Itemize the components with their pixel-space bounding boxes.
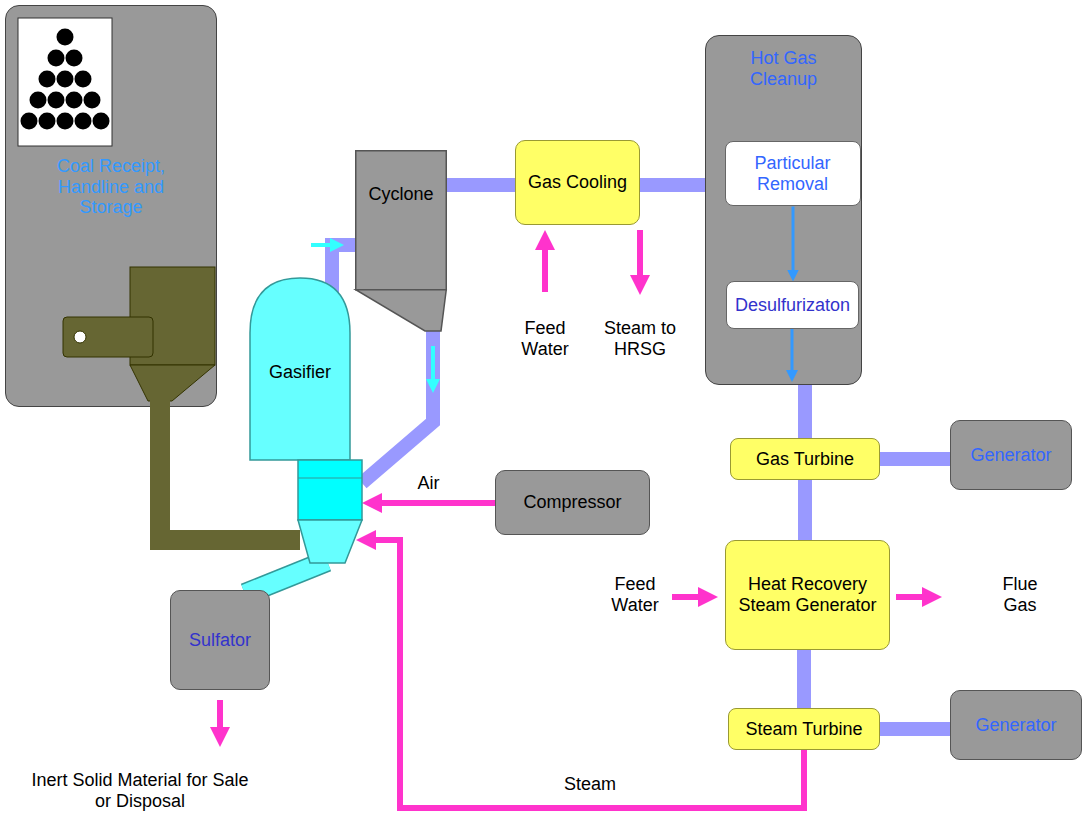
flow-connector	[792, 206, 793, 272]
coal-lump	[56, 70, 73, 87]
hopper-funnel	[130, 365, 215, 401]
connector-stroke	[447, 178, 515, 192]
coal-lump	[74, 70, 91, 87]
sulfator-box: Sulfator	[170, 590, 270, 690]
flow-connector	[880, 459, 950, 460]
node-label: Gasifier	[250, 362, 350, 383]
solids-arrow	[217, 700, 223, 732]
coal-icon-frame	[18, 18, 112, 146]
flow-connector	[880, 729, 950, 730]
coal-lump	[38, 112, 55, 129]
coal-pile-icon	[20, 28, 109, 129]
node-label: Generator	[970, 445, 1051, 466]
coal-lump	[38, 70, 55, 87]
flow-connector	[377, 503, 495, 504]
storage-box: Coal Receipt, Handline and Storage	[5, 5, 217, 407]
node-label: Gas Cooling	[528, 172, 627, 193]
generator-box: Generator	[950, 420, 1072, 490]
feed-arrow	[672, 594, 703, 600]
process-box: Particular Removal	[725, 141, 861, 206]
node-label: Generator	[975, 715, 1056, 736]
cyclone-separator: Cyclone	[355, 150, 447, 332]
connector-stroke	[431, 346, 435, 382]
cyclone-shape	[355, 150, 447, 332]
flow-label: Flue Gas	[990, 574, 1050, 615]
flow-connector	[805, 385, 806, 438]
connector-stroke	[377, 500, 495, 506]
connector-stroke	[791, 206, 794, 272]
coal-lump	[74, 112, 91, 129]
flow-label: Feed Water	[598, 574, 672, 615]
flow-connector	[804, 650, 805, 708]
turbine-box: Gas Turbine	[730, 438, 880, 480]
node-label: Gas Turbine	[756, 449, 854, 470]
connector-stroke	[797, 650, 811, 708]
edge-label: Air	[416, 473, 442, 494]
node-label: Steam Turbine	[745, 719, 862, 740]
flue-arrow	[896, 594, 927, 600]
steam-out-arrow	[637, 230, 643, 280]
flow-connector	[447, 185, 515, 186]
compressor-box: Compressor	[495, 470, 650, 535]
connector-stroke	[311, 243, 333, 247]
connector-stroke	[880, 452, 950, 466]
cyclone-cone	[356, 290, 447, 331]
bed-line	[298, 478, 362, 479]
coal-lump	[92, 112, 109, 129]
coal-lump	[29, 91, 46, 108]
flow-label: Feed Water	[508, 318, 582, 359]
coal-lump	[47, 91, 64, 108]
node-label: Sulfator	[189, 630, 251, 651]
coal-lump	[47, 49, 64, 66]
node-label: Hot Gas Cleanup	[719, 48, 849, 89]
internal-arrow	[790, 329, 793, 373]
process-box: Gas Cooling	[515, 140, 640, 225]
hrsg-box: Heat Recovery Steam Generator	[725, 540, 890, 650]
turbine-box: Steam Turbine	[728, 708, 880, 750]
connector-stroke	[798, 385, 812, 438]
node-label: Compressor	[523, 492, 621, 513]
node-label: Heat Recovery Steam Generator	[738, 574, 878, 615]
hopper-outlet	[150, 399, 170, 409]
feeder-hole	[74, 331, 86, 343]
gasifier-dome	[250, 278, 350, 460]
process-box: Desulfurizaton	[726, 281, 859, 329]
connector-stroke	[332, 245, 355, 293]
node-label: Coal Receipt, Handline and Storage	[26, 156, 196, 218]
coal-lump	[56, 28, 73, 45]
gasifier-bed	[298, 460, 362, 520]
coal-lump	[65, 49, 82, 66]
connector-stroke	[798, 480, 812, 540]
connector-stroke	[880, 722, 950, 736]
connector-stroke	[640, 178, 705, 192]
gasifier-cone	[298, 520, 362, 563]
flow-connector	[362, 330, 433, 483]
cleanup-group: Hot Gas CleanupParticular RemovalDesulfu…	[705, 35, 862, 385]
connector-stroke	[362, 330, 433, 483]
magenta-arrows	[220, 230, 927, 732]
generator-box: Generator	[950, 690, 1082, 760]
flow-connector	[805, 480, 806, 540]
cyclone-barrel	[356, 151, 447, 290]
flow-label: Steam to HRSG	[588, 318, 692, 359]
flow-connector	[640, 185, 705, 186]
coal-lump	[20, 112, 37, 129]
node-label: Cyclone	[368, 184, 433, 205]
coal-lump	[65, 91, 82, 108]
coal-lump	[83, 91, 100, 108]
feed-arrow	[542, 245, 548, 292]
edge-label: Steam	[562, 774, 618, 795]
gasifier-shape	[250, 278, 365, 568]
gasifier-vessel: Gasifier	[250, 278, 365, 568]
feeder-barrel	[63, 317, 153, 357]
flow-label: Inert Solid Material for Sale or Disposa…	[30, 770, 250, 811]
coal-lump	[56, 112, 73, 129]
node-label: Desulfurizaton	[735, 295, 850, 316]
node-label: Particular Removal	[733, 153, 853, 194]
